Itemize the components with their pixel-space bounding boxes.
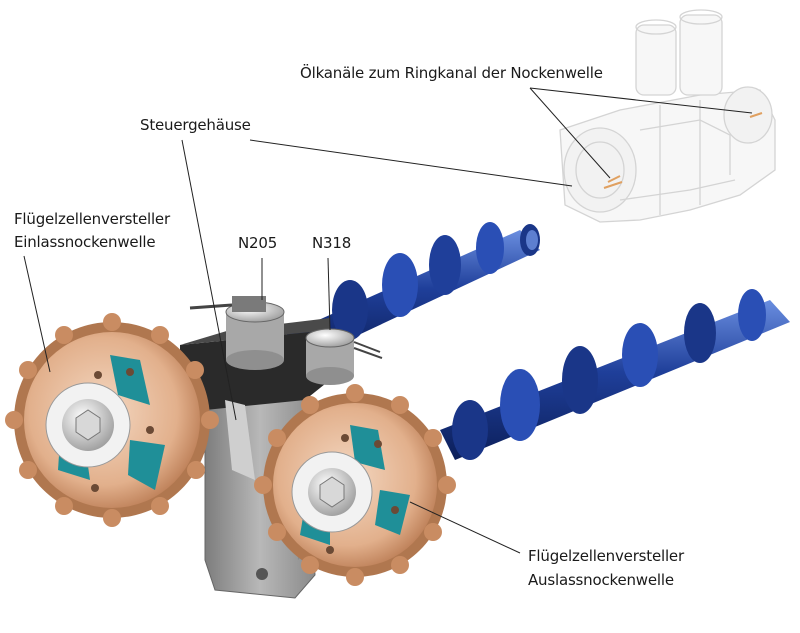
- exhaust-camshaft: [440, 289, 790, 460]
- leader-housing-1: [249, 139, 573, 187]
- valve-n205: [189, 296, 285, 370]
- leader-n318: [327, 257, 331, 331]
- label-valve-n205: N205: [238, 234, 278, 252]
- label-intake-adjuster-line2: Einlassnockenwelle: [14, 233, 156, 251]
- intake-camshaft: [285, 222, 540, 360]
- label-exhaust-adjuster-line2: Auslassnockenwelle: [528, 571, 674, 589]
- leader-housing-2: [181, 139, 237, 421]
- leader-oil-2: [529, 87, 753, 114]
- leader-exhaust: [409, 501, 521, 554]
- leader-intake: [23, 255, 51, 373]
- label-valve-n318: N318: [312, 234, 352, 252]
- label-exhaust-adjuster-line1: Flügelzellenversteller: [528, 547, 684, 565]
- leader-oil-1: [529, 87, 611, 179]
- label-intake-adjuster-line1: Flügelzellenversteller: [14, 210, 170, 228]
- intake-vane-adjuster: [5, 313, 219, 527]
- exhaust-vane-adjuster: [254, 384, 456, 586]
- cylinder-head-outline: [559, 9, 776, 223]
- leader-lines: [23, 87, 753, 554]
- label-control-housing: Steuergehäuse: [140, 116, 251, 134]
- label-oil-channels: Ölkanäle zum Ringkanal der Nockenwelle: [300, 64, 603, 82]
- valve-n318: [305, 328, 383, 385]
